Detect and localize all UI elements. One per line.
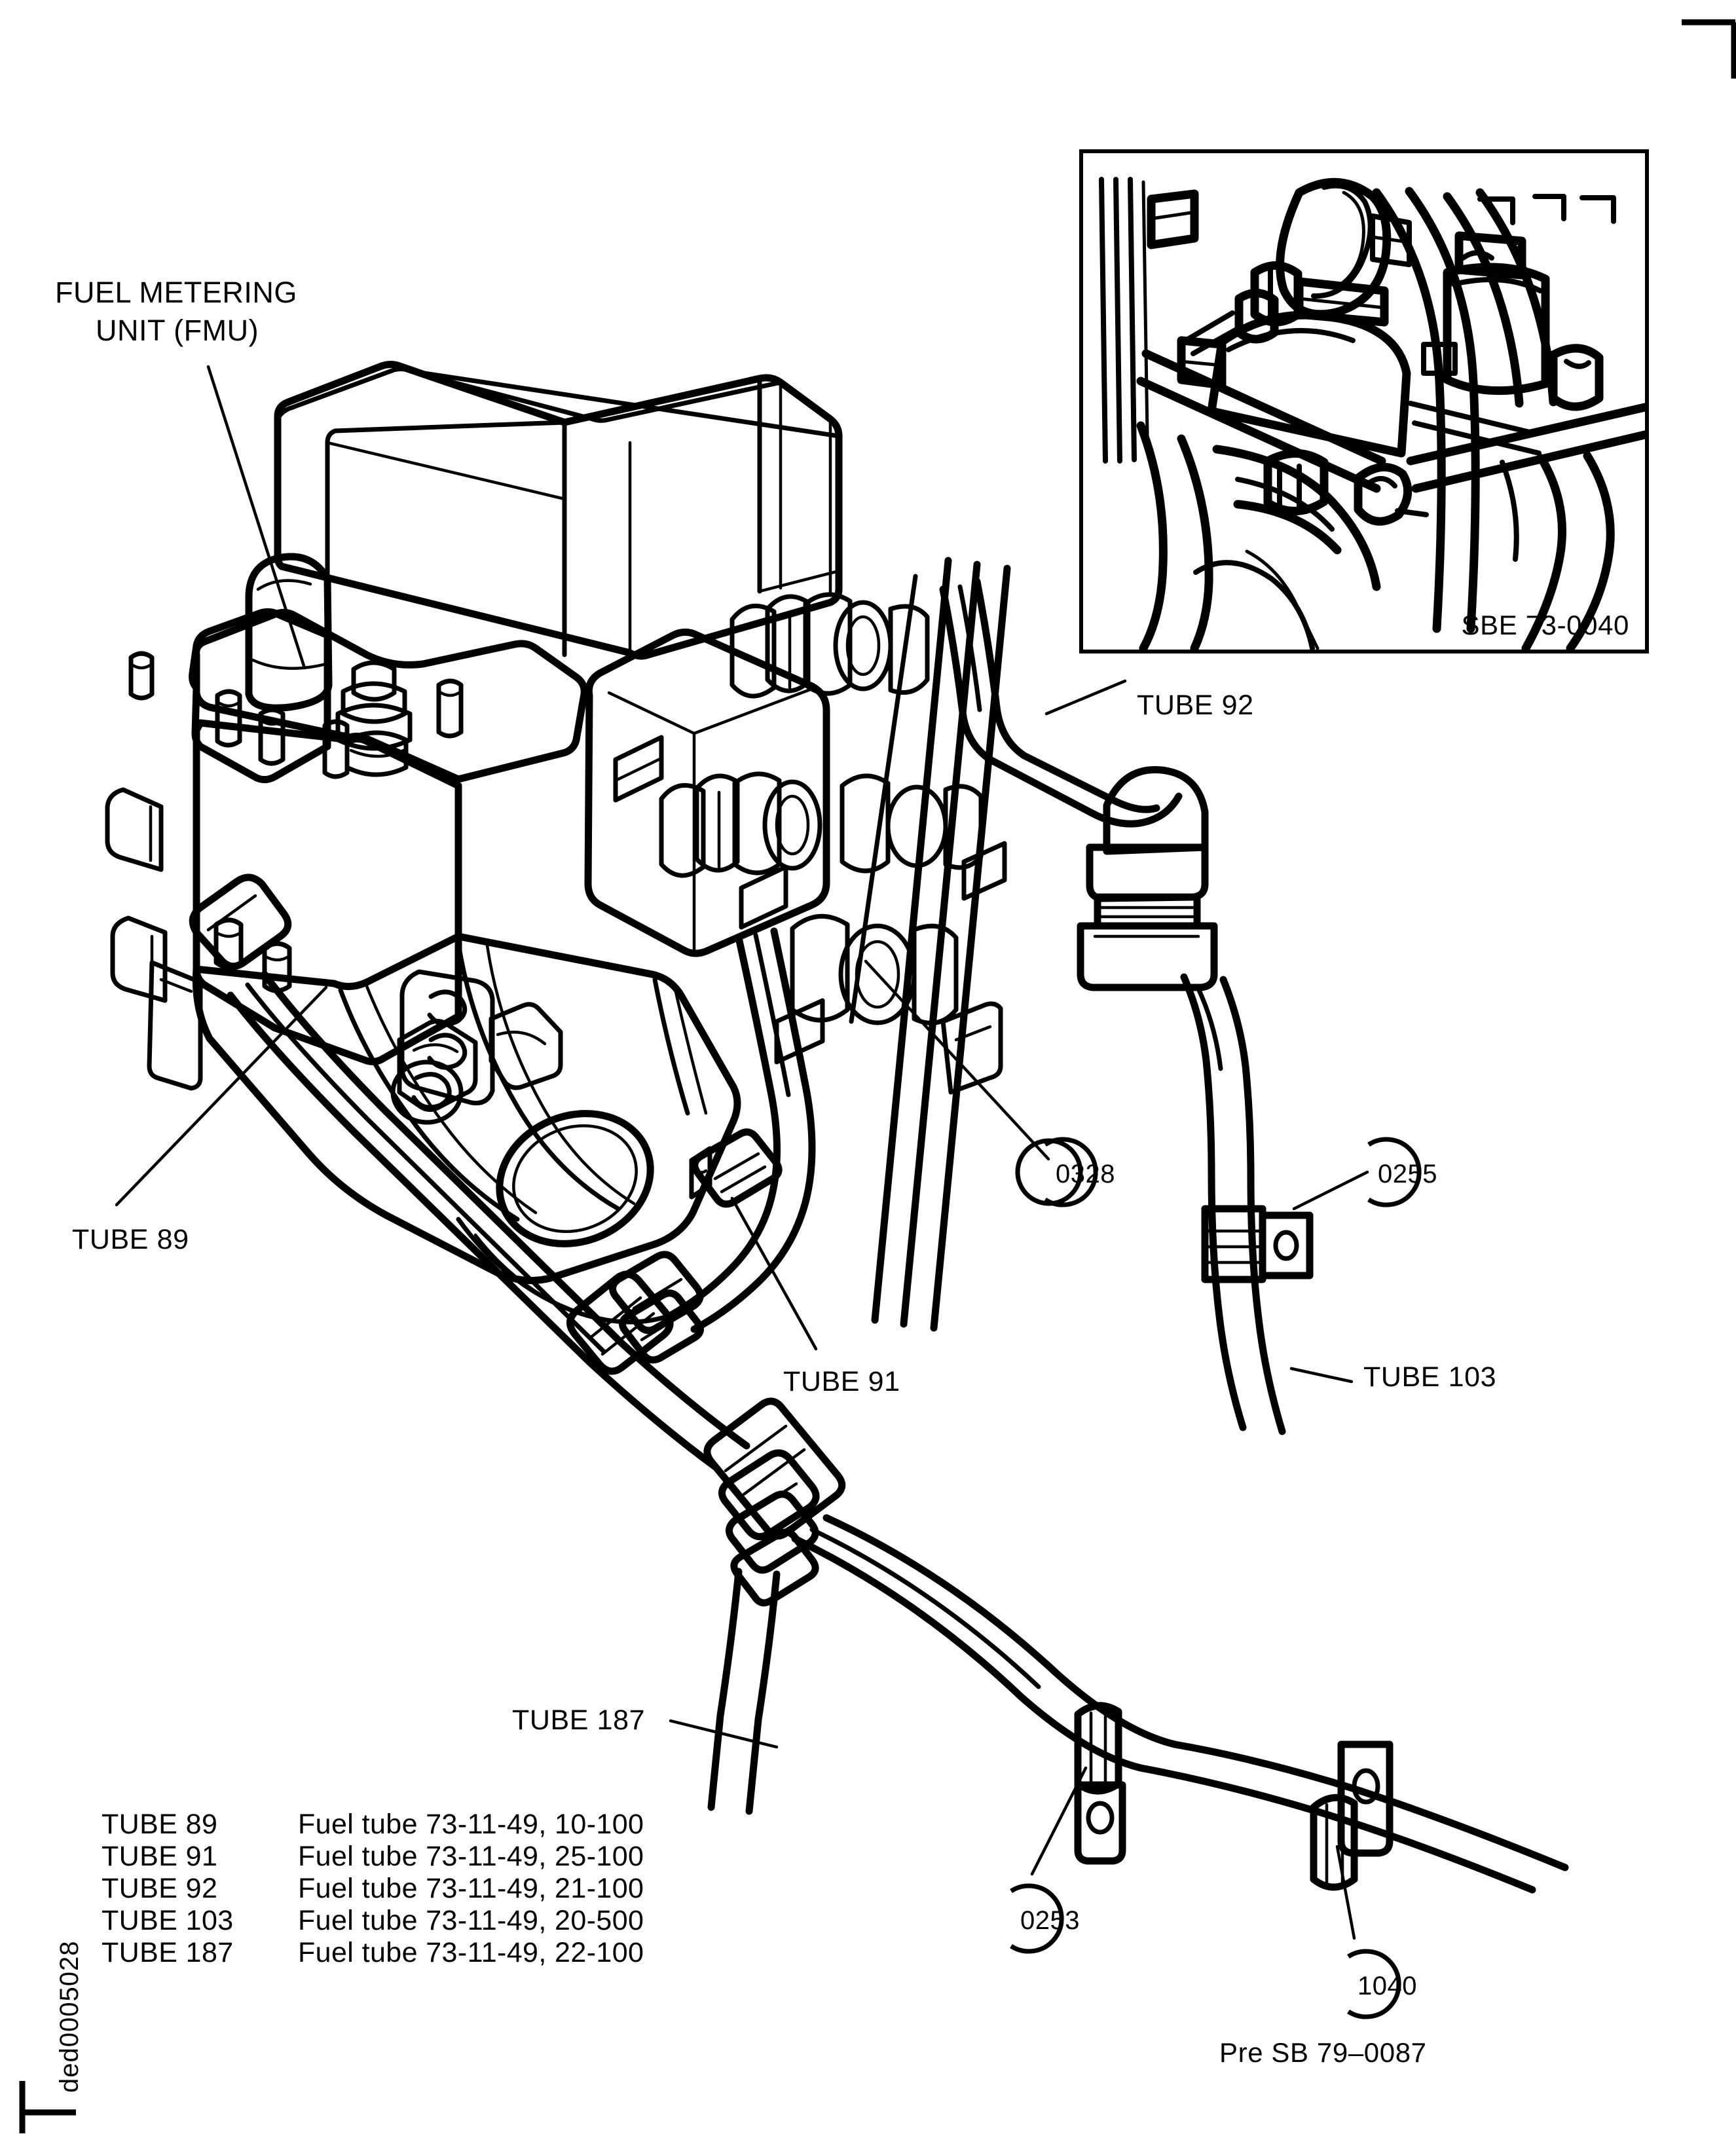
legend-row: TUBE 92 Fuel tube 73-11-49, 21-100 <box>102 1873 717 1905</box>
leader-tube-91 <box>730 1196 818 1351</box>
tube-187-union-nut <box>718 1449 820 1607</box>
inset-left-rails <box>1099 177 1149 464</box>
pre-sb-note: Pre SB 79–0087 <box>1219 2037 1427 2068</box>
inset-bottom-band <box>1521 454 1566 650</box>
fmu-accumulator-can <box>245 553 333 712</box>
label-tube-92: TUBE 92 <box>1137 690 1254 721</box>
label-tube-91: TUBE 91 <box>783 1366 900 1397</box>
bellows-valve-lower <box>659 771 822 878</box>
inset-block-ul <box>1147 189 1199 249</box>
legend-item: TUBE 187 <box>102 1937 234 1968</box>
tube-legend: TUBE 89 Fuel tube 73-11-49, 10-100 TUBE … <box>102 1809 717 1969</box>
legend-row: TUBE 91 Fuel tube 73-11-49, 25-100 <box>102 1841 717 1873</box>
leader-0328 <box>864 959 1050 1161</box>
legend-item: TUBE 91 <box>102 1841 218 1872</box>
leader-fmu <box>206 365 306 670</box>
legend-row: TUBE 103 Fuel tube 73-11-49, 20-500 <box>102 1905 717 1937</box>
legend-description: Fuel tube 73-11-49, 20-500 <box>298 1905 644 1936</box>
valve-cluster-right <box>790 773 984 1025</box>
legend-description: Fuel tube 73-11-49, 22-100 <box>298 1937 644 1968</box>
tube-92-elbow-nut <box>1077 765 1218 991</box>
inset-detail-box: .io{fill:none;stroke:#000;stroke-linecap… <box>1079 149 1649 653</box>
structure-rails <box>849 557 1011 1332</box>
leader-tube-103 <box>1289 1367 1354 1384</box>
tube-91-clamp <box>689 1128 783 1208</box>
legend-description: Fuel tube 73-11-49, 21-100 <box>298 1873 644 1904</box>
inset-caption: SBE 73-0040 <box>1461 610 1629 641</box>
callout-label-0255: 0255 <box>1378 1160 1437 1188</box>
label-tube-89: TUBE 89 <box>72 1224 189 1255</box>
tube-89 <box>189 874 846 1540</box>
callout-label-0328: 0328 <box>1056 1160 1115 1188</box>
valve-port-blocks <box>613 735 1007 1065</box>
callout-circle-0328 <box>1044 1137 1098 1207</box>
clamp-0253 <box>1074 1702 1126 1865</box>
tube-187-clamps <box>1074 1702 1394 1891</box>
label-tube-187: TUBE 187 <box>512 1704 646 1736</box>
tube-91 <box>609 927 816 1364</box>
fmu-assembly <box>105 361 1007 1325</box>
leader-1040 <box>1335 1845 1356 1940</box>
leader-tube-89 <box>115 985 328 1207</box>
fmu-housing <box>105 553 741 1325</box>
callout-circle-0255 <box>1367 1137 1422 1207</box>
tube-103 <box>1180 973 1314 1435</box>
fmu-top-cover <box>274 361 843 660</box>
tube-91-bnut <box>609 1251 704 1364</box>
callout-label-1040: 1040 <box>1357 1972 1417 2000</box>
inset-illustration: .io{fill:none;stroke:#000;stroke-linecap… <box>1099 177 1645 650</box>
fmu-hex-bolt-mid <box>489 1002 563 1090</box>
leader-lines <box>115 365 1369 1940</box>
document-id-stamp: ded0005028 <box>55 1940 84 2093</box>
housing-boss <box>496 1110 654 1247</box>
legend-item: TUBE 92 <box>102 1873 218 1904</box>
legend-row: TUBE 187 Fuel tube 73-11-49, 22-100 <box>102 1937 717 1969</box>
fmu-label-line1: FUEL METERING <box>55 276 297 309</box>
inset-right-panel <box>1408 194 1616 456</box>
fmu-circular-port <box>390 1059 464 1125</box>
legend-row: TUBE 89 Fuel tube 73-11-49, 10-100 <box>102 1809 717 1841</box>
inset-housing <box>1207 310 1411 458</box>
tube-103-clamp <box>1201 1205 1314 1283</box>
callout-circle-0253 <box>1010 1883 1064 1954</box>
leader-0255 <box>1292 1170 1369 1211</box>
leader-0253 <box>1030 1766 1088 1876</box>
label-tube-103: TUBE 103 <box>1363 1361 1497 1393</box>
legend-item: TUBE 103 <box>102 1905 234 1936</box>
legend-description: Fuel tube 73-11-49, 10-100 <box>298 1809 644 1840</box>
fmu-sensor-plug <box>335 660 413 777</box>
leader-tube-187 <box>669 1719 779 1749</box>
callout-circle-1040 <box>1347 1949 1401 2019</box>
legend-description: Fuel tube 73-11-49, 25-100 <box>298 1841 644 1872</box>
legend-item: TUBE 89 <box>102 1809 218 1840</box>
inset-lower-fitting <box>1354 462 1429 526</box>
inset-duct <box>1136 421 1381 650</box>
fmu-valve-stack <box>584 592 1007 1065</box>
leader-tube-92 <box>1044 679 1127 716</box>
callout-label-0253: 0253 <box>1020 1906 1080 1935</box>
fmu-label-line2: UNIT (FMU) <box>96 314 259 347</box>
